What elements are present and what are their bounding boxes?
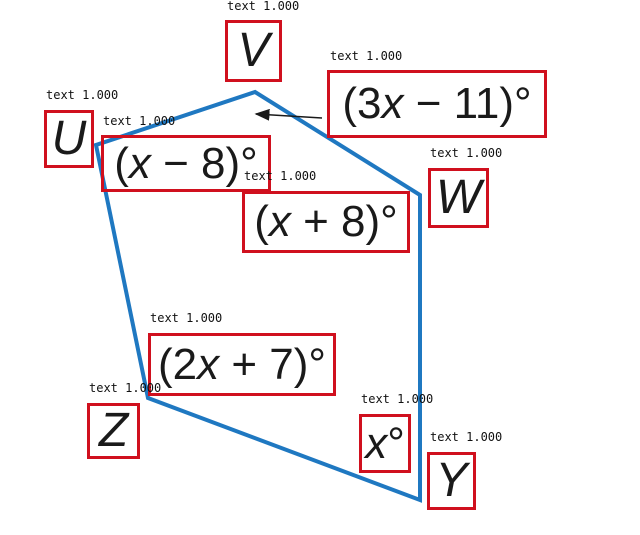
detection-caption: text 1.000	[150, 311, 223, 325]
angle-W-box: (x + 8)°	[242, 191, 410, 253]
vertex-W-label: W	[435, 171, 482, 224]
detection-caption: text 1.000	[103, 114, 176, 128]
vertex-Y-box: Y	[427, 452, 476, 510]
angle-V-box: (3x − 11)°	[327, 70, 547, 138]
angle-U-box: (x − 8)°	[101, 135, 271, 192]
detection-caption: text 1.000	[330, 49, 403, 63]
angle-pointer-arrow	[254, 108, 323, 121]
angle-Y-box: x°	[359, 414, 411, 473]
vertex-Y-label: Y	[435, 454, 468, 507]
detection-caption: text 1.000	[430, 430, 503, 444]
angle-W-label: (x + 8)°	[254, 197, 398, 246]
detection-caption: text 1.000	[227, 0, 300, 13]
vertex-V-box: V	[225, 20, 282, 82]
vertex-Z-box: Z	[87, 403, 140, 459]
angle-Y-label: x°	[365, 418, 405, 468]
angle-U-label: (x − 8)°	[114, 138, 258, 188]
detection-caption: text 1.000	[46, 88, 119, 102]
vertex-U-label: U	[51, 112, 87, 165]
angle-Z-label: (2x + 7)°	[158, 339, 326, 389]
vertex-Z-label: Z	[98, 404, 129, 457]
detection-caption: text 1.000	[430, 146, 503, 160]
detection-caption: text 1.000	[361, 392, 434, 406]
angle-V-label: (3x − 11)°	[342, 79, 532, 128]
vertex-U-box: U	[44, 110, 94, 168]
vertex-V-label: V	[237, 24, 270, 77]
vertex-W-box: W	[428, 168, 489, 228]
detection-caption: text 1.000	[89, 381, 162, 395]
angle-Z-box: (2x + 7)°	[148, 333, 336, 396]
detection-caption: text 1.000	[244, 169, 317, 183]
